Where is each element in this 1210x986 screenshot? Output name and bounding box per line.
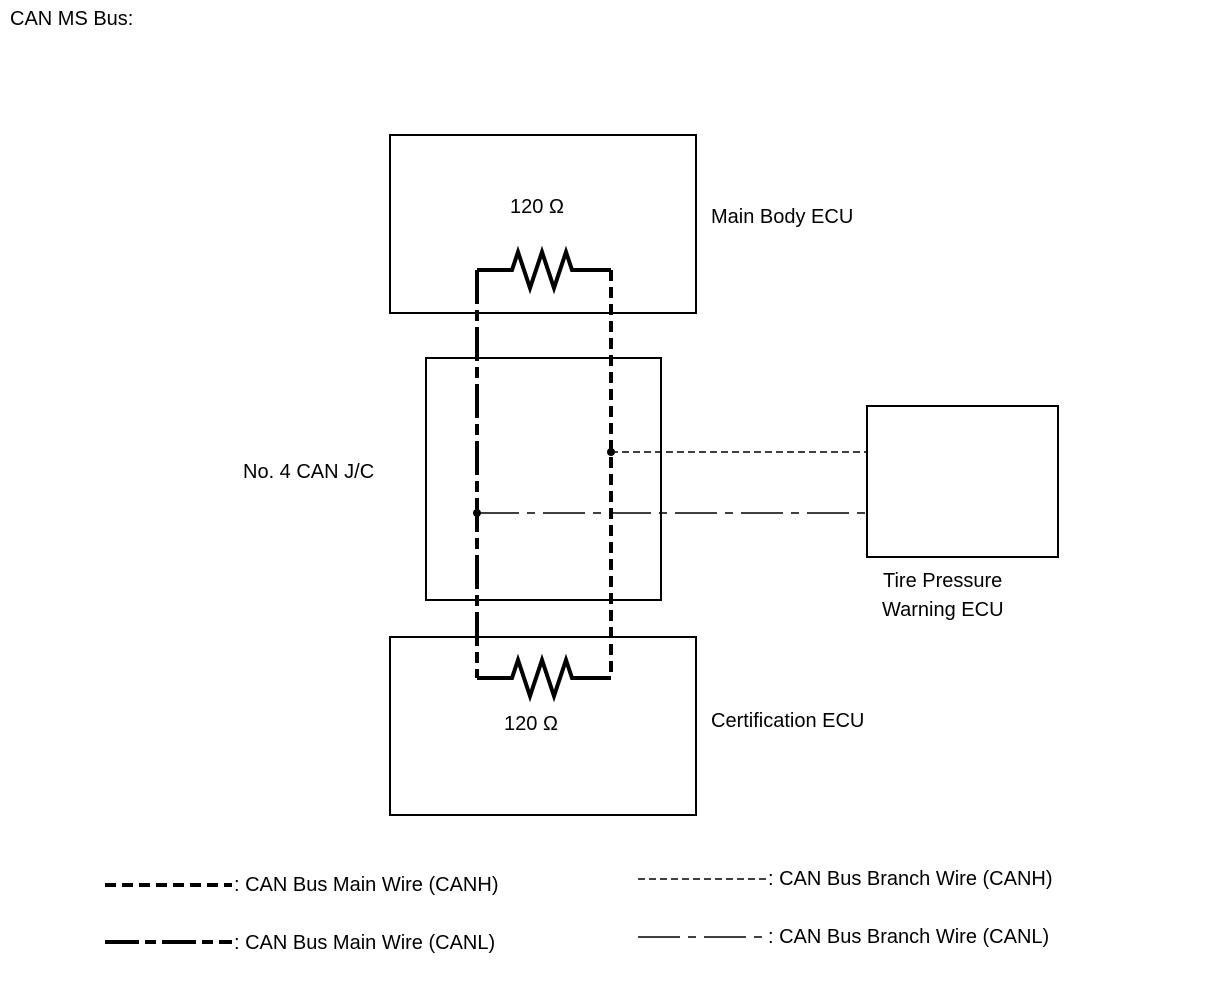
legend-main-canl-label: : CAN Bus Main Wire (CANL) [234,932,495,954]
main-body-ecu-box [389,134,697,314]
main-body-resistor-label: 120 Ω [510,196,564,218]
legend-branch-canh-label: : CAN Bus Branch Wire (CANH) [768,868,1053,890]
tire-pressure-ecu-label-line2: Warning ECU [882,599,1004,621]
tire-pressure-ecu-label-line1: Tire Pressure [883,570,1002,592]
certification-resistor-label: 120 Ω [504,713,558,735]
canl-junction-node [473,509,481,517]
legend: : CAN Bus Main Wire (CANH) : CAN Bus Mai… [105,868,1053,954]
legend-branch-canl-label: : CAN Bus Branch Wire (CANL) [768,926,1049,948]
tire-pressure-ecu-box [866,405,1059,558]
main-body-ecu-label: Main Body ECU [711,206,853,228]
certification-ecu-label: Certification ECU [711,710,864,732]
main-body-terminating-resistor [477,245,611,295]
certification-ecu-box [389,636,697,816]
legend-main-canh-label: : CAN Bus Main Wire (CANH) [234,874,498,896]
certification-terminating-resistor [477,653,611,703]
junction-connector-box [425,357,662,601]
junction-connector-label: No. 4 CAN J/C [243,461,374,483]
page-title: CAN MS Bus: [10,8,134,30]
canh-junction-node [607,448,615,456]
